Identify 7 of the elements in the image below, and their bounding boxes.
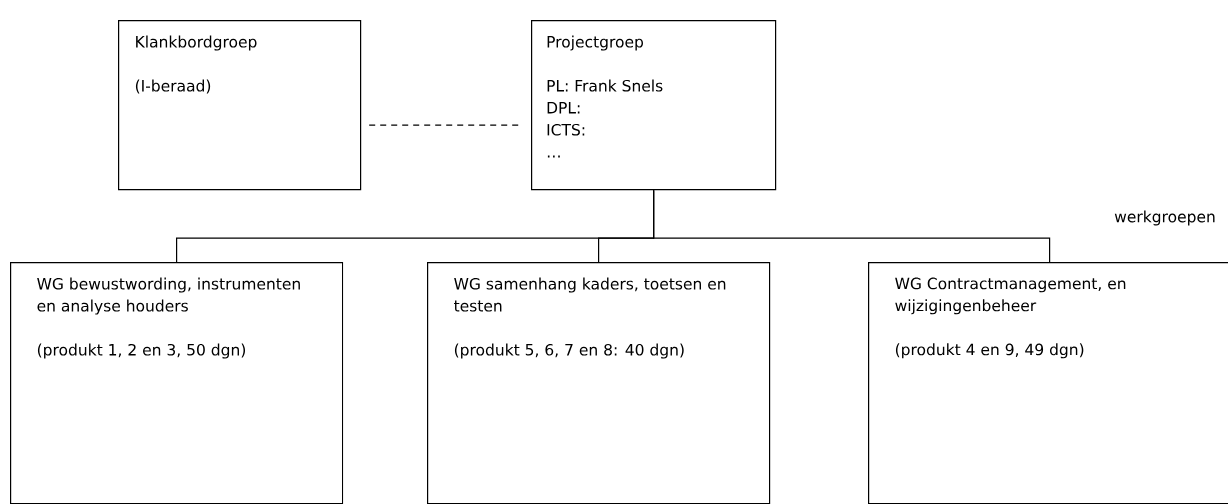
section-label: werkgroepen	[1114, 210, 1215, 226]
group-box: WG samenhang kaders, toetsen en testen (produkt 5, 6, 7 en 8: 40 dgn)	[427, 262, 771, 504]
group-box: WG bewustwording, instrumenten en analyse houders (produkt 1, 2 en 3, 50 dgn)	[10, 262, 344, 504]
connector-line	[653, 189, 1051, 263]
group-box: Projectgroep PL: Frank Snels DPL: ICTS: …	[531, 20, 777, 191]
group-box: Klankbordgroep (I-beraad)	[118, 20, 362, 191]
group-box: WG Contractmanagement, en wijzigingenbeheer (produkt 4 en 9, 49 dgn)	[868, 262, 1228, 504]
